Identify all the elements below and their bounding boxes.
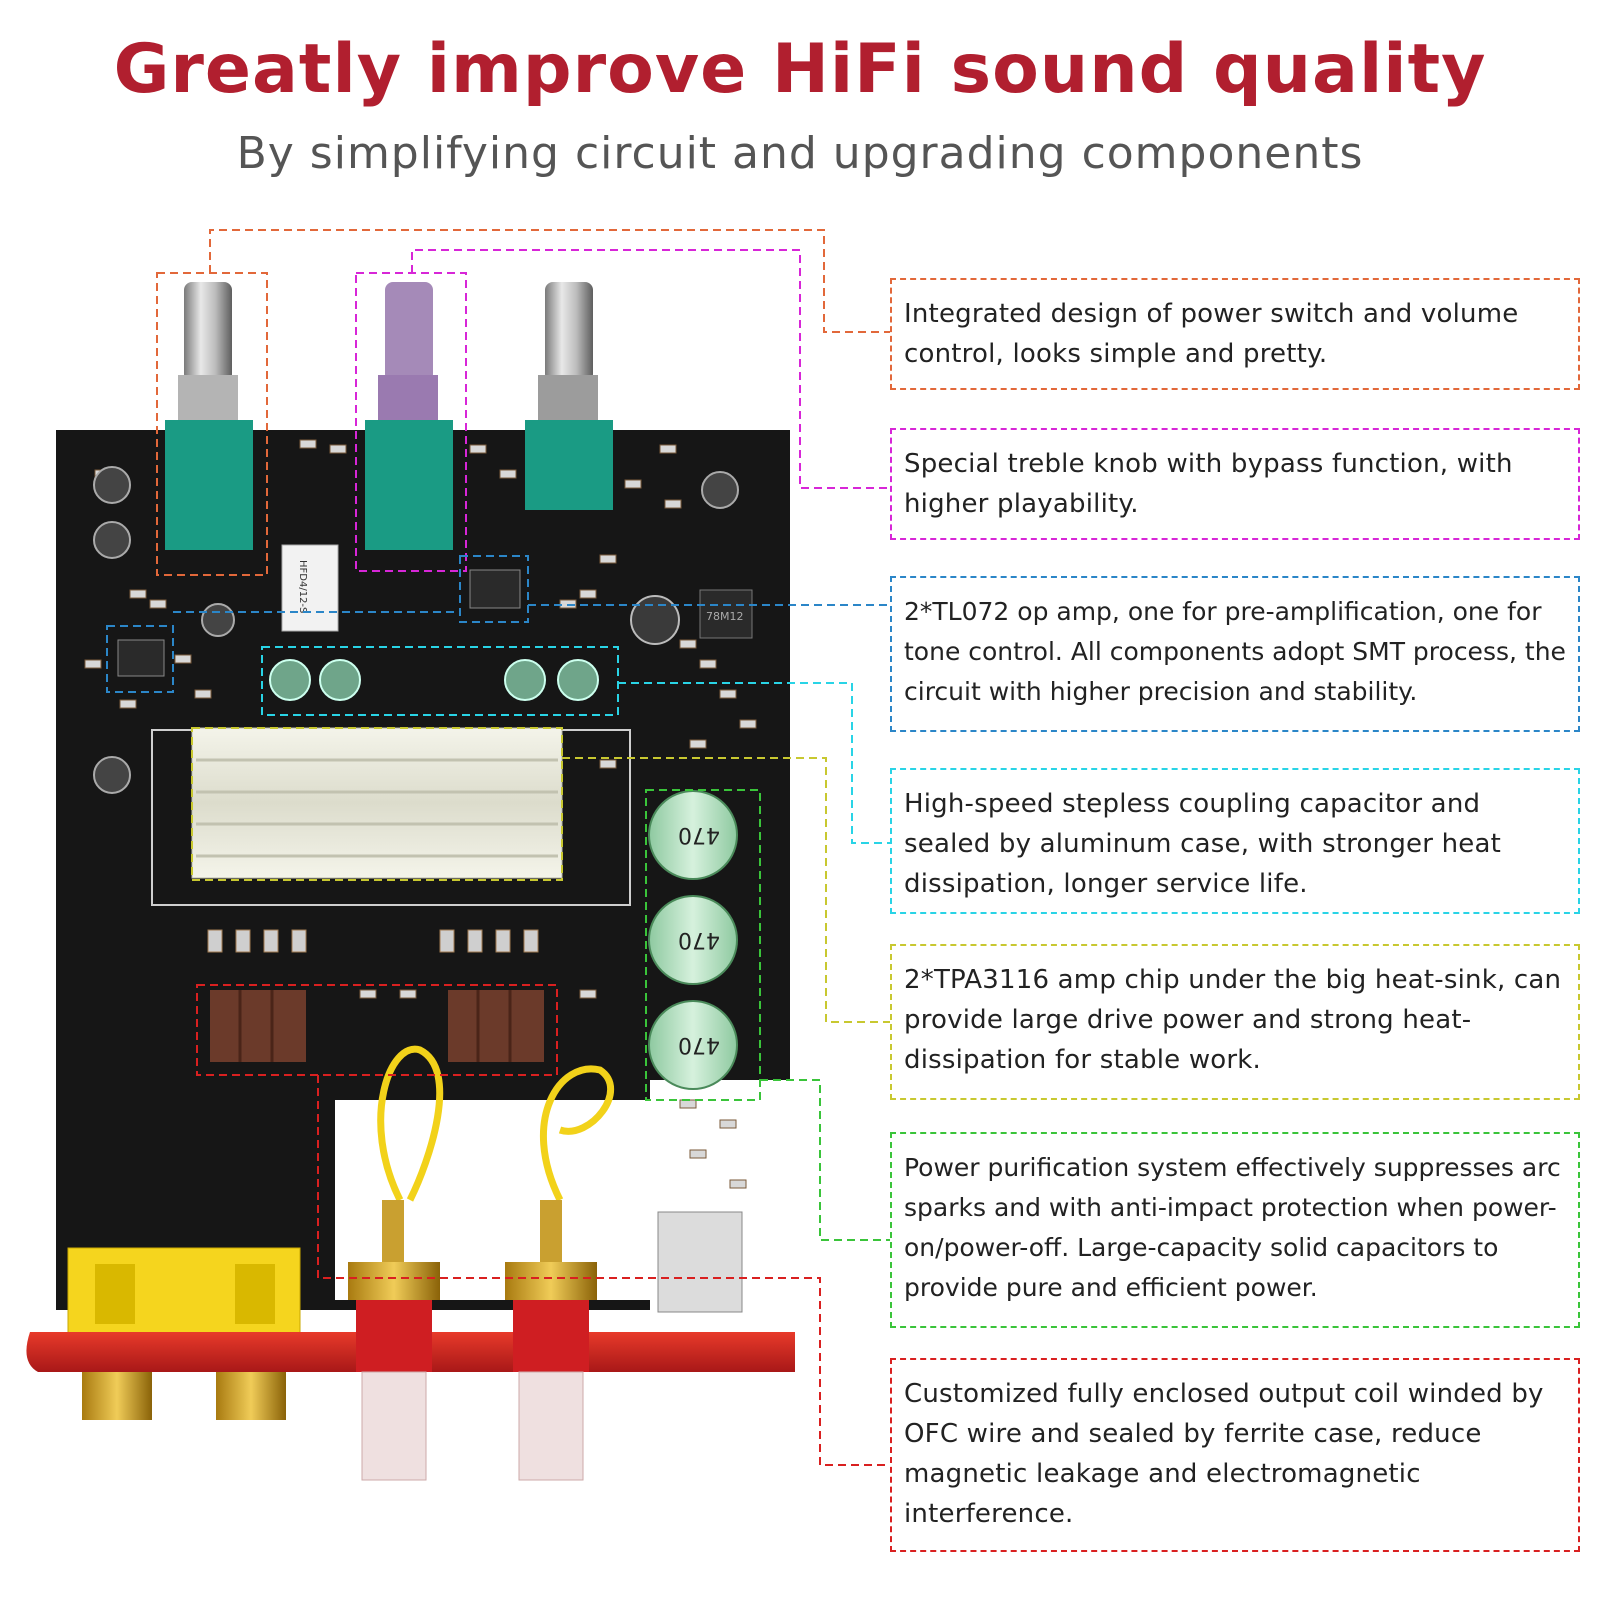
callout-text: High-speed stepless coupling capacitor a… bbox=[904, 789, 1501, 899]
usb-port bbox=[657, 1211, 743, 1313]
leader-amp-chip bbox=[191, 727, 890, 1023]
front-panel bbox=[26, 1332, 795, 1372]
callout-power-switch: Integrated design of power switch and vo… bbox=[890, 278, 1580, 390]
relay-label: HFD4/12-S bbox=[297, 560, 308, 613]
cap-value-1: 470 bbox=[678, 822, 720, 847]
callout-text: 2*TPA3116 amp chip under the big heat-si… bbox=[904, 965, 1562, 1075]
relay: HFD4/12-S bbox=[281, 544, 339, 632]
treble-knob bbox=[365, 282, 453, 550]
leader-op-amp bbox=[106, 555, 890, 693]
binding-posts bbox=[348, 1200, 597, 1481]
bass-knob bbox=[525, 282, 613, 510]
power-connector bbox=[67, 1247, 301, 1337]
callout-text: Customized fully enclosed output coil wi… bbox=[904, 1379, 1544, 1529]
callout-amp-chip: 2*TPA3116 amp chip under the big heat-si… bbox=[890, 944, 1580, 1100]
callout-output-coil: Customized fully enclosed output coil wi… bbox=[890, 1358, 1580, 1552]
callout-text: Special treble knob with bypass function… bbox=[904, 449, 1513, 519]
callout-op-amp: 2*TL072 op amp, one for pre-amplificatio… bbox=[890, 576, 1580, 732]
volume-knob bbox=[165, 282, 253, 550]
small-capacitors bbox=[93, 466, 739, 794]
leader-coupling-cap bbox=[261, 646, 890, 844]
output-coils bbox=[210, 990, 544, 1062]
speaker-wires bbox=[377, 1045, 615, 1202]
rca-jacks bbox=[82, 1372, 286, 1420]
callout-text: Integrated design of power switch and vo… bbox=[904, 299, 1519, 369]
cap-value-2: 470 bbox=[678, 927, 720, 952]
leader-power-switch bbox=[156, 229, 890, 576]
callout-power-purification: Power purification system effectively su… bbox=[890, 1132, 1580, 1328]
callout-coupling-capacitor: High-speed stepless coupling capacitor a… bbox=[890, 768, 1580, 914]
page-title: Greatly improve HiFi sound quality bbox=[113, 30, 1487, 109]
callout-treble-knob: Special treble knob with bypass function… bbox=[890, 428, 1580, 540]
smd-components bbox=[84, 439, 757, 1189]
coupling-capacitors bbox=[269, 659, 599, 701]
cap-value-3: 470 bbox=[678, 1032, 720, 1057]
regulator-label: 78M12 bbox=[706, 610, 744, 623]
callout-text: Power purification system effectively su… bbox=[904, 1153, 1561, 1302]
callout-text: 2*TL072 op amp, one for pre-amplificatio… bbox=[904, 597, 1566, 706]
op-amp-chips bbox=[117, 569, 521, 677]
leader-power-purification bbox=[645, 789, 890, 1241]
leader-treble-knob bbox=[355, 249, 890, 572]
power-capacitors: 470 470 470 bbox=[648, 790, 738, 1090]
voltage-regulator: 78M12 bbox=[699, 589, 753, 639]
leader-output-coil bbox=[196, 984, 890, 1466]
pcb bbox=[56, 430, 790, 1310]
page-subtitle: By simplifying circuit and upgrading com… bbox=[236, 128, 1364, 179]
smd-capacitors bbox=[207, 929, 539, 953]
heatsink bbox=[191, 727, 563, 879]
